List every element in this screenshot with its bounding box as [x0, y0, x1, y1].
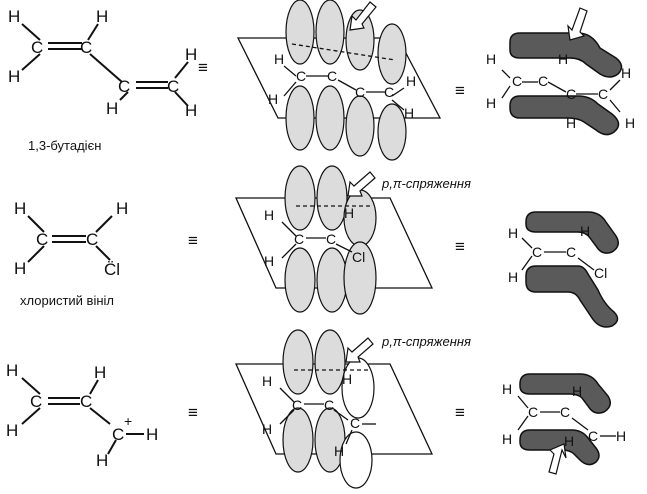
- overlap-arrow-icon: [349, 1, 377, 31]
- atom-h: H: [14, 259, 26, 278]
- cloud-atom-h: H: [625, 115, 635, 131]
- cloud-atom-h: H: [502, 381, 512, 397]
- cation-charge: +: [124, 413, 132, 429]
- cloud-atom-c: C: [512, 73, 522, 89]
- orb-atom-c: C: [292, 397, 302, 413]
- caption-butadiene: 1,3-бутадієн: [28, 138, 101, 153]
- allyl-cation-electron-cloud: C C C H H H H H: [502, 373, 626, 475]
- vinyl-chloride-orbital-model: C C Cl H H H: [234, 165, 434, 315]
- orb-atom-h: H: [406, 73, 416, 89]
- atom-c2: C: [80, 38, 92, 57]
- atom-h: H: [8, 67, 20, 86]
- atom-c2: C: [86, 230, 98, 249]
- atom-h: H: [106, 99, 118, 118]
- equiv-sign: ≡: [455, 403, 465, 422]
- cloud-atom-c: C: [566, 86, 576, 102]
- orb-atom-h: H: [262, 373, 272, 389]
- cloud-atom-h: H: [580, 223, 590, 239]
- overlap-arrow-icon: [567, 7, 588, 41]
- cloud-atom-c: C: [588, 428, 598, 444]
- atom-c3: C: [112, 425, 124, 444]
- cloud-atom-cl: Cl: [594, 265, 607, 281]
- vinyl-chloride-structural-formula: C C H H H C̈l: [14, 199, 128, 279]
- cloud-atom-c: C: [528, 404, 538, 420]
- orb-atom-c: C: [326, 231, 336, 247]
- atom-h: H: [14, 199, 26, 218]
- equiv-sign: ≡: [188, 231, 198, 250]
- atom-h: H: [8, 7, 20, 26]
- orb-atom-c: C: [296, 68, 306, 84]
- orb-atom-c: C: [350, 415, 360, 431]
- cloud-atom-h: H: [616, 428, 626, 444]
- orb-atom-h: H: [264, 207, 274, 223]
- orb-atom-h: H: [262, 421, 272, 437]
- allyl-cation-structural-formula: C C C + H H H H H: [6, 361, 158, 470]
- overlap-arrow-icon: [347, 171, 376, 197]
- atom-h: H: [96, 451, 108, 470]
- equiv-sign: ≡: [455, 81, 465, 100]
- orb-atom-h: H: [404, 105, 414, 121]
- orb-atom-h: H: [342, 371, 352, 387]
- equiv-sign: ≡: [198, 58, 208, 77]
- atom-h: H: [185, 101, 197, 120]
- allyl-cation-orbital-model: C C C H H H H: [234, 329, 434, 489]
- orb-atom-c: C: [355, 84, 365, 100]
- atom-c1: C: [31, 38, 43, 57]
- atom-c1: C: [36, 230, 48, 249]
- overlap-arrow-icon: [548, 443, 567, 475]
- orb-atom-h: H: [274, 51, 284, 67]
- orb-atom-h: H: [264, 253, 274, 269]
- cloud-atom-h: H: [508, 269, 518, 285]
- cloud-atom-h: H: [558, 51, 568, 67]
- atom-h: H: [116, 199, 128, 218]
- cloud-atom-c: C: [532, 244, 542, 260]
- orb-atom-c: C: [324, 397, 334, 413]
- atom-c3: C: [118, 77, 130, 96]
- cloud-atom-h: H: [566, 115, 576, 131]
- cloud-atom-h: H: [572, 383, 582, 399]
- cloud-atom-h: H: [621, 65, 631, 81]
- cloud-atom-c: C: [598, 86, 608, 102]
- cloud-atom-h: H: [564, 433, 574, 449]
- equiv-sign: ≡: [188, 403, 198, 422]
- orb-atom-c: C: [294, 231, 304, 247]
- atom-c2: C: [80, 392, 92, 411]
- orb-atom-cl: Cl: [352, 249, 365, 265]
- butadiene-orbital-model: C C C C H H H H: [236, 0, 442, 161]
- orb-atom-c: C: [327, 68, 337, 84]
- cloud-atom-h: H: [508, 225, 518, 241]
- vinyl-chloride-electron-cloud: C C Cl H H H: [508, 211, 619, 328]
- cloud-atom-h: H: [486, 95, 496, 111]
- atom-c1: C: [30, 392, 42, 411]
- atom-cl: C̈l: [104, 260, 120, 279]
- atom-h: H: [6, 421, 18, 440]
- cloud-atom-c: C: [560, 404, 570, 420]
- orb-atom-h: H: [344, 205, 354, 221]
- cloud-atom-c: C: [566, 244, 576, 260]
- atom-h: H: [185, 45, 197, 64]
- atom-h: H: [94, 363, 106, 382]
- label-p-pi-conjugation-2: p,π-спряження: [381, 334, 471, 349]
- atom-h: H: [6, 361, 18, 380]
- orb-atom-c: C: [384, 84, 394, 100]
- equiv-sign: ≡: [455, 237, 465, 256]
- atom-h: H: [96, 7, 108, 26]
- cloud-atom-c: C: [538, 73, 548, 89]
- atom-c4: C: [167, 77, 179, 96]
- butadiene-electron-cloud: C C C C H H H H H H: [486, 7, 635, 136]
- label-p-pi-conjugation-1: p,π-спряження: [381, 176, 471, 191]
- cloud-atom-h: H: [486, 51, 496, 67]
- orb-atom-h: H: [268, 91, 278, 107]
- caption-vinyl-chloride: хлористий вініл: [20, 293, 114, 308]
- butadiene-structural-formula: C C C C H H H H H H: [8, 7, 197, 120]
- cloud-atom-h: H: [502, 431, 512, 447]
- orb-atom-h: H: [334, 443, 344, 459]
- atom-h: H: [146, 425, 158, 444]
- overlap-arrow-icon: [345, 337, 374, 363]
